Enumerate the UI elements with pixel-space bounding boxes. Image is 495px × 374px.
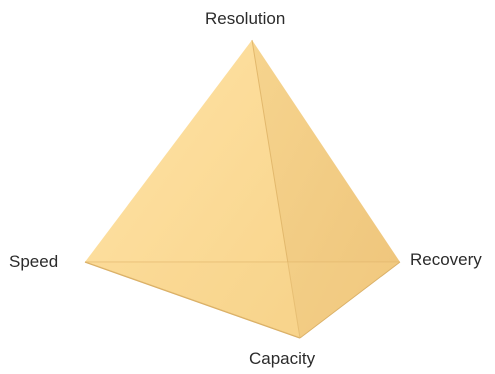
base-overlay <box>85 262 400 338</box>
pyramid-face-front <box>85 40 300 338</box>
edge-front-right <box>299 261 401 339</box>
vertex-label-left: Speed <box>9 252 59 271</box>
vertex-label-front: Capacity <box>249 349 316 368</box>
vertex-label-right: Recovery <box>410 250 482 269</box>
vertex-label-apex: Resolution <box>205 9 286 28</box>
edge-apex-front <box>251 39 301 339</box>
edge-front-left <box>84 261 301 339</box>
pyramid-face-right <box>252 40 400 338</box>
